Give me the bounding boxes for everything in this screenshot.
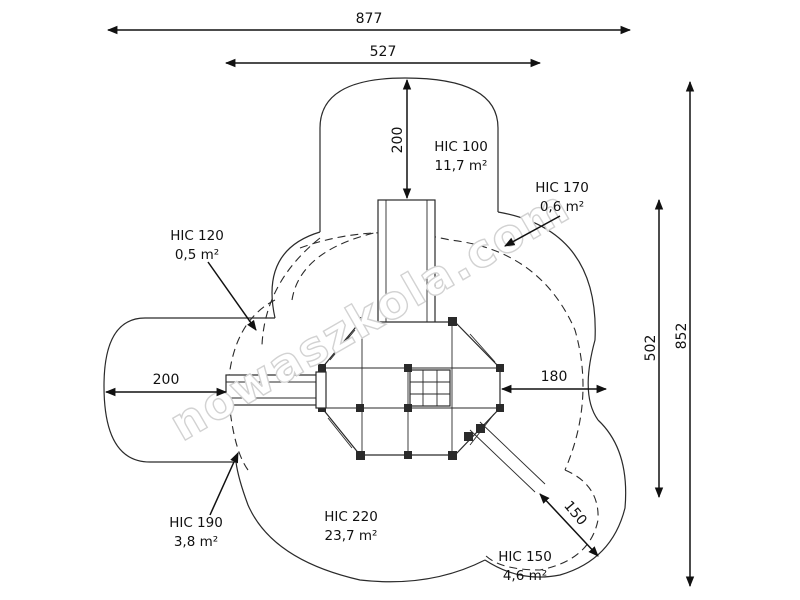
right-zone-label: 180	[541, 369, 568, 385]
hic120-leader	[207, 261, 257, 331]
zone-labels: HIC 100 11,7 m² HIC 170 0,6 m² HIC 120 0…	[169, 139, 589, 584]
zone-area-100: 11,7 m²	[435, 158, 488, 174]
top-zone-label: 200	[390, 127, 406, 154]
left-zone-label: 200	[153, 372, 180, 388]
zone-hic-170: HIC 170	[535, 180, 589, 196]
zone-area-220: 23,7 m²	[325, 528, 378, 544]
zone-leader-arrows	[207, 215, 561, 516]
zone-hic-100: HIC 100	[434, 139, 488, 155]
dimension-lines	[104, 25, 695, 588]
zone-hic-150: HIC 150	[498, 549, 552, 565]
zone-hic-120: HIC 120	[170, 228, 224, 244]
zone-area-120: 0,5 m²	[175, 247, 219, 263]
inner-width-label: 527	[370, 44, 397, 60]
total-height-label: 852	[674, 323, 690, 350]
left-slide	[225, 374, 323, 406]
lower-right-zone-arrow	[539, 493, 599, 557]
hic190-leader	[209, 452, 239, 516]
zone-area-190: 3,8 m²	[174, 534, 218, 550]
zone-area-170: 0,6 m²	[540, 199, 584, 215]
hic170-leader	[504, 215, 561, 247]
inner-height-label: 502	[643, 335, 659, 362]
climbing-panel	[409, 369, 451, 407]
zone-hic-220: HIC 220	[324, 509, 378, 525]
zone-hic-190: HIC 190	[169, 515, 223, 531]
play-equipment	[225, 199, 546, 493]
total-width-label: 877	[356, 11, 383, 27]
safety-zone-outline	[103, 77, 627, 583]
lower-right-zone-label: 150	[560, 498, 589, 529]
zone-area-150: 4,6 m²	[503, 568, 547, 584]
